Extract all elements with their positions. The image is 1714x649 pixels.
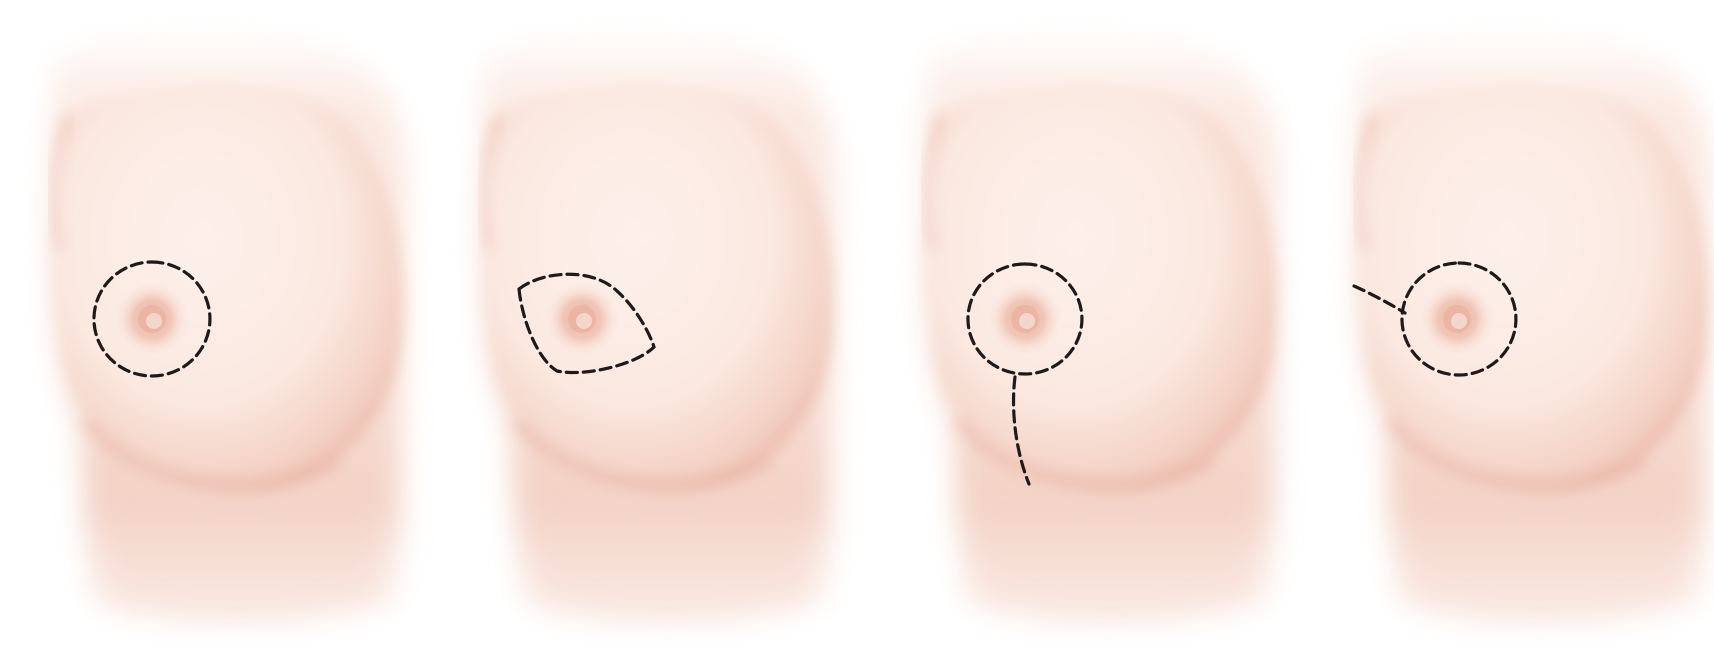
breast-shape	[929, 83, 1276, 492]
nipple-highlight	[1451, 313, 1467, 329]
panel-periareolar	[0, 0, 428, 649]
panel-lateral-teardrop	[430, 0, 858, 649]
nipple-highlight	[576, 313, 592, 329]
nipple-highlight	[1019, 313, 1035, 329]
breast-shape	[486, 83, 833, 492]
panel-periareolar-lateral-extension	[1305, 0, 1714, 649]
breast-shape	[56, 83, 403, 492]
panel-vertical-lollipop	[873, 0, 1301, 649]
nipple-highlight	[146, 313, 162, 329]
